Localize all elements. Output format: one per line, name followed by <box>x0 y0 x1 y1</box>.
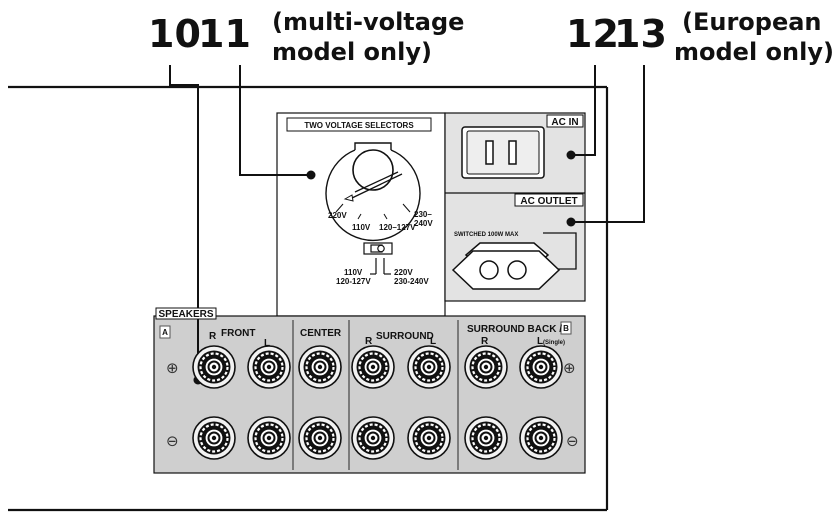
plus-symbol-left: ⊕ <box>166 359 179 377</box>
switch-label-110v: 110V <box>344 268 363 277</box>
plus-symbol-right: ⊕ <box>563 359 576 377</box>
speaker-terminals <box>192 345 563 460</box>
speaker-terminal-r2-c3 <box>298 416 342 460</box>
leader-lines <box>169 65 645 380</box>
speaker-terminal-r2-c6 <box>464 416 508 460</box>
voltage-title: TWO VOLTAGE SELECTORS <box>304 121 414 130</box>
speaker-terminal-r1-c4 <box>351 345 395 389</box>
surround-l-label: L <box>430 336 436 347</box>
surround-back-single-label: (Single) <box>543 340 565 346</box>
leader-dot-12 <box>566 150 576 160</box>
voltage-dial <box>325 142 421 242</box>
speakers-title-box <box>155 307 217 320</box>
speaker-terminal-r2-c7 <box>519 416 563 460</box>
ac-in-socket <box>461 126 545 179</box>
speaker-terminal-r1-c2 <box>247 345 291 389</box>
chassis-outline <box>8 85 609 512</box>
speaker-terminal-r2-c5 <box>407 416 451 460</box>
speaker-terminal-r1-c3 <box>298 345 342 389</box>
ac-in-label-box <box>546 114 584 128</box>
front-label: FRONT <box>221 328 255 339</box>
switch-label-120v: 120-127V <box>336 277 371 286</box>
callout-note-multi-voltage-line2: model only) <box>272 38 432 66</box>
leader-dot-13 <box>566 217 576 227</box>
surround-r-label: R <box>365 336 373 347</box>
speaker-terminal-r2-c2 <box>247 416 291 460</box>
dial-label-120v: 120–127V <box>379 223 416 232</box>
switch-label-230v: 230-240V <box>394 277 429 286</box>
callout-note-european-line2: model only) <box>674 38 834 66</box>
speakers-badge-a-box <box>159 325 171 339</box>
surround-back-label: SURROUND BACK / <box>467 324 562 335</box>
surround-label: SURROUND <box>376 331 434 342</box>
speaker-terminal-r2-c4 <box>351 416 395 460</box>
ac-outlet-label: AC OUTLET <box>520 196 577 207</box>
voltage-title-box <box>286 117 432 132</box>
callout-11: 11 <box>198 12 251 56</box>
speaker-terminal-r1-c5 <box>407 345 451 389</box>
callout-13: 13 <box>614 12 667 56</box>
speaker-terminal-r2-c1 <box>192 416 236 460</box>
switch-label-220v: 220V <box>394 268 413 277</box>
dial-label-220v: 220V <box>328 211 347 220</box>
speaker-terminal-r1-c6 <box>464 345 508 389</box>
minus-symbol-right: ⊖ <box>566 432 579 450</box>
dial-label-110v: 110V <box>352 223 371 232</box>
speaker-terminal-r1-c1 <box>192 345 236 389</box>
minus-symbol-left: ⊖ <box>166 432 179 450</box>
dial-label-230v-b: 240V <box>414 219 433 228</box>
switched-label: SWITCHED 100W MAX <box>454 232 518 238</box>
speakers-badge-a: A <box>162 328 168 337</box>
surround-back-l-label: L <box>537 336 543 347</box>
callout-10: 10 <box>148 12 201 56</box>
callout-12: 12 <box>566 12 619 56</box>
ac-outlet-label-box <box>514 193 584 207</box>
speaker-terminal-r1-c7 <box>519 345 563 389</box>
speakers-badge-b: B <box>563 324 569 333</box>
center-label: CENTER <box>300 328 342 339</box>
ac-in-label: AC IN <box>551 117 578 128</box>
slide-switch <box>363 242 393 275</box>
leader-dot-11 <box>306 170 316 180</box>
speakers-badge-b-box <box>560 321 572 335</box>
callout-note-european-line1: (European <box>682 8 822 36</box>
ac-outlet-face <box>451 250 561 290</box>
callout-note-multi-voltage-line1: (multi-voltage <box>272 8 464 36</box>
front-r-label: R <box>209 331 217 342</box>
front-l-label: L <box>264 338 270 349</box>
speakers-title: SPEAKERS <box>158 309 213 320</box>
surround-back-r-label: R <box>481 336 489 347</box>
dial-label-230v-a: 230– <box>414 210 432 219</box>
